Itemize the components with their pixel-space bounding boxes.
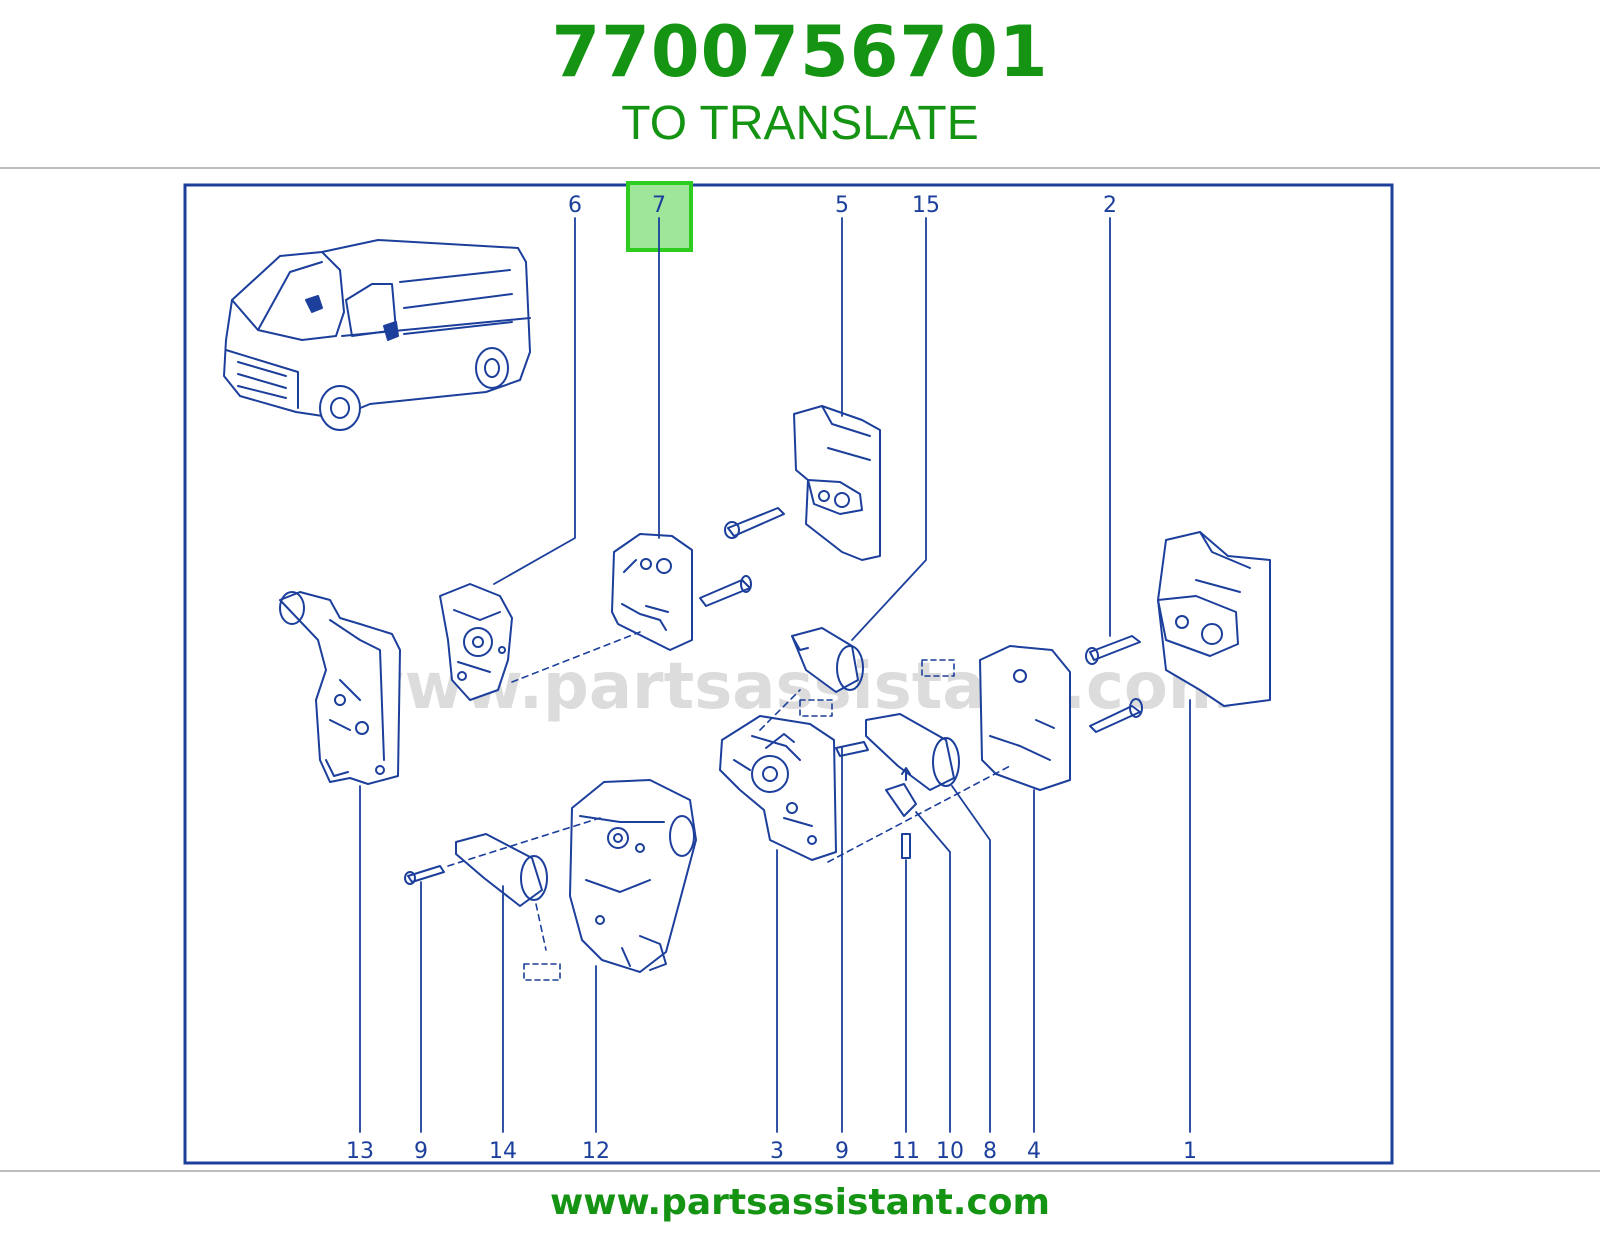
footer-divider xyxy=(0,1170,1600,1172)
part-12-lock-body xyxy=(569,779,697,973)
callout-2[interactable]: 2 xyxy=(1103,193,1117,218)
callout-6[interactable]: 6 xyxy=(568,193,582,218)
callout-8[interactable]: 8 xyxy=(983,1139,997,1164)
callout-10[interactable]: 10 xyxy=(936,1139,964,1164)
part-13-latch xyxy=(279,591,401,785)
callout-13[interactable]: 13 xyxy=(346,1139,374,1164)
part-4-plate xyxy=(979,645,1143,791)
callout-5[interactable]: 5 xyxy=(835,193,849,218)
part-6-latch-mechanism xyxy=(439,583,513,701)
part-8-barrel xyxy=(835,713,960,791)
callout-4[interactable]: 4 xyxy=(1027,1139,1041,1164)
part-name: TO TRANSLATE xyxy=(621,97,979,150)
callout-1[interactable]: 1 xyxy=(1183,1139,1197,1164)
callout-9-right[interactable]: 9 xyxy=(835,1139,849,1164)
callout-9-left[interactable]: 9 xyxy=(414,1139,428,1164)
callout-11[interactable]: 11 xyxy=(892,1139,920,1164)
part-14-barrel xyxy=(404,833,548,907)
part-3-main-lock xyxy=(719,715,837,861)
header-divider xyxy=(0,167,1600,169)
callout-12[interactable]: 12 xyxy=(582,1139,610,1164)
callout-14[interactable]: 14 xyxy=(489,1139,517,1164)
footer-url[interactable]: www.partsassistant.com xyxy=(549,1182,1051,1223)
callout-3[interactable]: 3 xyxy=(770,1139,784,1164)
callout-7[interactable]: 7 xyxy=(652,193,666,218)
part-15-barrel xyxy=(791,627,864,693)
part-7-striker-plate xyxy=(611,533,752,651)
part-1-bracket xyxy=(1085,531,1271,707)
van-illustration xyxy=(223,239,531,431)
diagram-frame xyxy=(183,183,1394,1165)
part-number: 7700756701 xyxy=(551,11,1049,93)
callout-15[interactable]: 15 xyxy=(912,193,940,218)
page-header: 7700756701 TO TRANSLATE xyxy=(0,0,1600,168)
part-5-bracket xyxy=(724,405,881,561)
part-10-cam xyxy=(885,767,917,859)
